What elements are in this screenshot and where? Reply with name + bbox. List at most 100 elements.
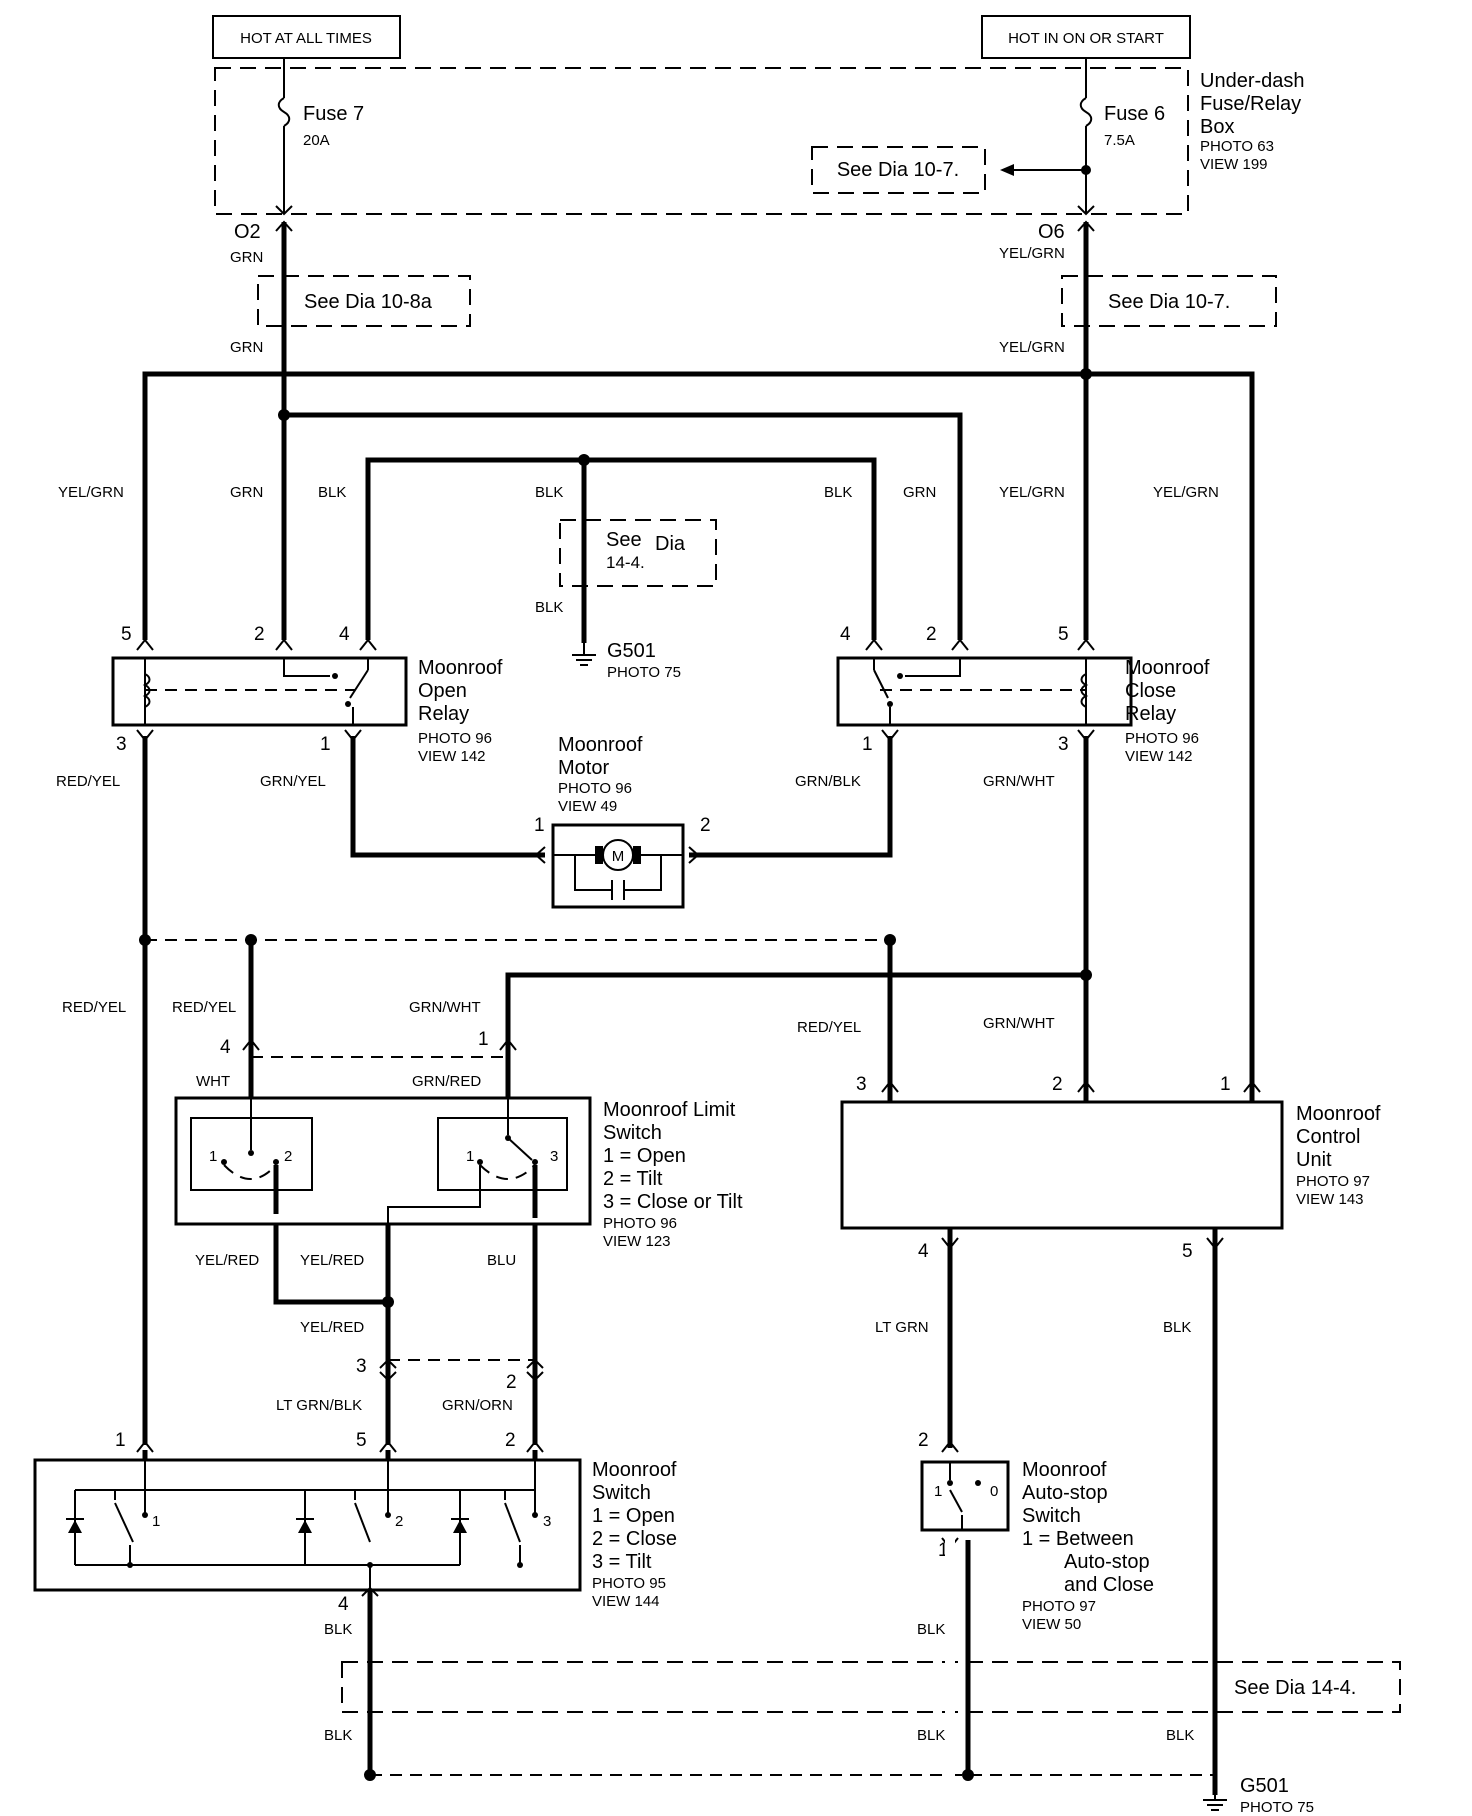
ref-dia-14-4-num: 14-4. bbox=[606, 553, 645, 572]
wire-label: GRN/ORN bbox=[442, 1397, 513, 1414]
limit-left-pin-1: 1 bbox=[209, 1148, 217, 1165]
ground-g501-bottom: G501 PHOTO 75 bbox=[1203, 1775, 1314, 1816]
motor-pin-2: 2 bbox=[700, 815, 711, 836]
wire-label: GRN bbox=[230, 249, 263, 266]
motor-name-1: Moonroof bbox=[558, 734, 643, 756]
switch-legend-2: 2 = Close bbox=[592, 1528, 677, 1550]
control-unit-photo: PHOTO 97 bbox=[1296, 1173, 1370, 1190]
under-dash-fuse-relay-box: Fuse 7 20A Fuse 6 7.5A See Dia 10-7. Und… bbox=[214, 58, 1305, 216]
terminal-o6: O6 bbox=[1038, 221, 1065, 243]
ref-dia-14-4-bottom-label: See Dia 14-4. bbox=[1234, 1677, 1356, 1699]
autostop-name-2: Auto-stop bbox=[1022, 1482, 1108, 1504]
ref-dia-10-8a-label: See Dia 10-8a bbox=[304, 291, 433, 313]
fusebox-photo: PHOTO 63 bbox=[1200, 138, 1274, 155]
source-hot-at-all-times: HOT AT ALL TIMES bbox=[212, 15, 401, 59]
autostop-name-3: Switch bbox=[1022, 1505, 1081, 1527]
open-relay-pin-4: 4 bbox=[339, 624, 350, 645]
moonroof-control-unit: 3 2 1 4 5 Moonroof Control Unit PHOTO 97… bbox=[840, 1074, 1381, 1262]
ref-dia-14-4-bottom: See Dia 14-4. bbox=[341, 1661, 1401, 1713]
autostop-inner-pin-0: 0 bbox=[990, 1483, 998, 1500]
autostop-name-1: Moonroof bbox=[1022, 1459, 1107, 1481]
fusebox-see-dia-10-7: See Dia 10-7. bbox=[837, 159, 959, 181]
open-relay-name-3: Relay bbox=[418, 703, 469, 725]
ref-dia-14-4-dia: Dia bbox=[655, 533, 686, 555]
control-pin-4: 4 bbox=[918, 1241, 929, 1262]
connector-3-top bbox=[379, 1358, 397, 1369]
wire-label: YEL/RED bbox=[195, 1252, 259, 1269]
ref-dia-10-8a: See Dia 10-8a bbox=[257, 275, 471, 327]
close-relay-pin-4: 4 bbox=[840, 624, 851, 645]
wire-label: WHT bbox=[196, 1073, 230, 1090]
autostop-legend-2: Auto-stop bbox=[1064, 1551, 1150, 1573]
fuse-7-rating: 20A bbox=[303, 132, 330, 149]
autostop-view: VIEW 50 bbox=[1022, 1616, 1081, 1633]
switch-photo: PHOTO 95 bbox=[592, 1575, 666, 1592]
sw-inner-pin-2: 2 bbox=[395, 1513, 403, 1530]
control-unit-name-2: Control bbox=[1296, 1126, 1360, 1148]
ref-dia-14-4: See Dia 14-4. bbox=[559, 519, 717, 587]
switch-name-2: Switch bbox=[592, 1482, 651, 1504]
wire-label: BLK bbox=[535, 599, 563, 616]
wire-label: GRN/WHT bbox=[983, 773, 1055, 790]
moonroof-close-relay: 4 2 5 1 3 Moonroof Close Relay PHOTO 96 … bbox=[836, 624, 1210, 765]
ref-dia-10-7-wire: See Dia 10-7. bbox=[1061, 275, 1277, 327]
wire-label: BLK bbox=[324, 1621, 352, 1638]
wire-label: BLU bbox=[487, 1252, 516, 1269]
ref-dia-10-7-label: See Dia 10-7. bbox=[1108, 291, 1230, 313]
wire-label: RED/YEL bbox=[172, 999, 236, 1016]
wire-label: BLK bbox=[324, 1727, 352, 1744]
control-pin-3: 3 bbox=[856, 1074, 867, 1095]
control-pin-2: 2 bbox=[1052, 1074, 1063, 1095]
limit-legend-3: 3 = Close or Tilt bbox=[603, 1191, 743, 1213]
fusebox-name-line1: Under-dash bbox=[1200, 70, 1305, 92]
connector-dashes bbox=[145, 939, 1215, 1776]
connector-2-top bbox=[526, 1358, 544, 1369]
limit-left-pin-2: 2 bbox=[284, 1148, 292, 1165]
wire-label: BLK bbox=[917, 1621, 945, 1638]
fusebox-name-line2: Fuse/Relay bbox=[1200, 93, 1301, 115]
wire-label: GRN/RED bbox=[412, 1073, 481, 1090]
wire-label: BLK bbox=[824, 484, 852, 501]
harness-pin-3: 3 bbox=[356, 1356, 367, 1377]
switch-pin-2: 2 bbox=[505, 1430, 516, 1451]
motor-photo: PHOTO 96 bbox=[558, 780, 632, 797]
wire-label: GRN/WHT bbox=[409, 999, 481, 1016]
fusebox-name-line3: Box bbox=[1200, 116, 1234, 138]
wire-label: YEL/GRN bbox=[999, 484, 1065, 501]
switch-legend-3: 3 = Tilt bbox=[592, 1551, 652, 1573]
source-hot-on-start-label: HOT IN ON OR START bbox=[1008, 30, 1164, 47]
autostop-legend-1: 1 = Between bbox=[1022, 1528, 1134, 1550]
fuse-7-label: Fuse 7 bbox=[303, 103, 364, 125]
fusebox-view: VIEW 199 bbox=[1200, 156, 1268, 173]
switch-view: VIEW 144 bbox=[592, 1593, 660, 1610]
wire-label: GRN/YEL bbox=[260, 773, 326, 790]
control-pin-1: 1 bbox=[1220, 1074, 1231, 1095]
close-relay-name-3: Relay bbox=[1125, 703, 1176, 725]
wire-label: LT GRN bbox=[875, 1319, 929, 1336]
moonroof-switch: 1 2 3 1 5 2 4 Moonroof Switch 1 = Open 2… bbox=[33, 1430, 677, 1615]
fuse-7-symbol bbox=[277, 97, 291, 127]
wire-label: LT GRN/BLK bbox=[276, 1397, 362, 1414]
close-relay-photo: PHOTO 96 bbox=[1125, 730, 1199, 747]
moonroof-open-relay: 5 2 4 3 1 Moonroof Open Relay PHOTO 96 V… bbox=[111, 624, 503, 765]
motor-name-2: Motor bbox=[558, 757, 609, 779]
terminal-o2: O2 bbox=[234, 221, 261, 243]
wire-label: BLK bbox=[535, 484, 563, 501]
ground-g501-bottom-label: G501 bbox=[1240, 1775, 1289, 1797]
limit-right-pin-1: 1 bbox=[466, 1148, 474, 1165]
switch-name-1: Moonroof bbox=[592, 1459, 677, 1481]
wire-label: BLK bbox=[917, 1727, 945, 1744]
close-relay-pin-5: 5 bbox=[1058, 624, 1069, 645]
ground-g501-bottom-photo: PHOTO 75 bbox=[1240, 1799, 1314, 1816]
wire-label: YEL/RED bbox=[300, 1319, 364, 1336]
limit-pin-1: 1 bbox=[478, 1029, 489, 1050]
open-relay-view: VIEW 142 bbox=[418, 748, 486, 765]
open-relay-pin-5: 5 bbox=[121, 624, 132, 645]
limit-pin-4: 4 bbox=[220, 1037, 231, 1058]
autostop-photo: PHOTO 97 bbox=[1022, 1598, 1096, 1615]
limit-legend-1: 1 = Open bbox=[603, 1145, 686, 1167]
sw-inner-pin-1: 1 bbox=[152, 1513, 160, 1530]
close-relay-view: VIEW 142 bbox=[1125, 748, 1193, 765]
wire-label: YEL/GRN bbox=[999, 245, 1065, 262]
source-hot-in-on-or-start: HOT IN ON OR START bbox=[981, 15, 1191, 59]
